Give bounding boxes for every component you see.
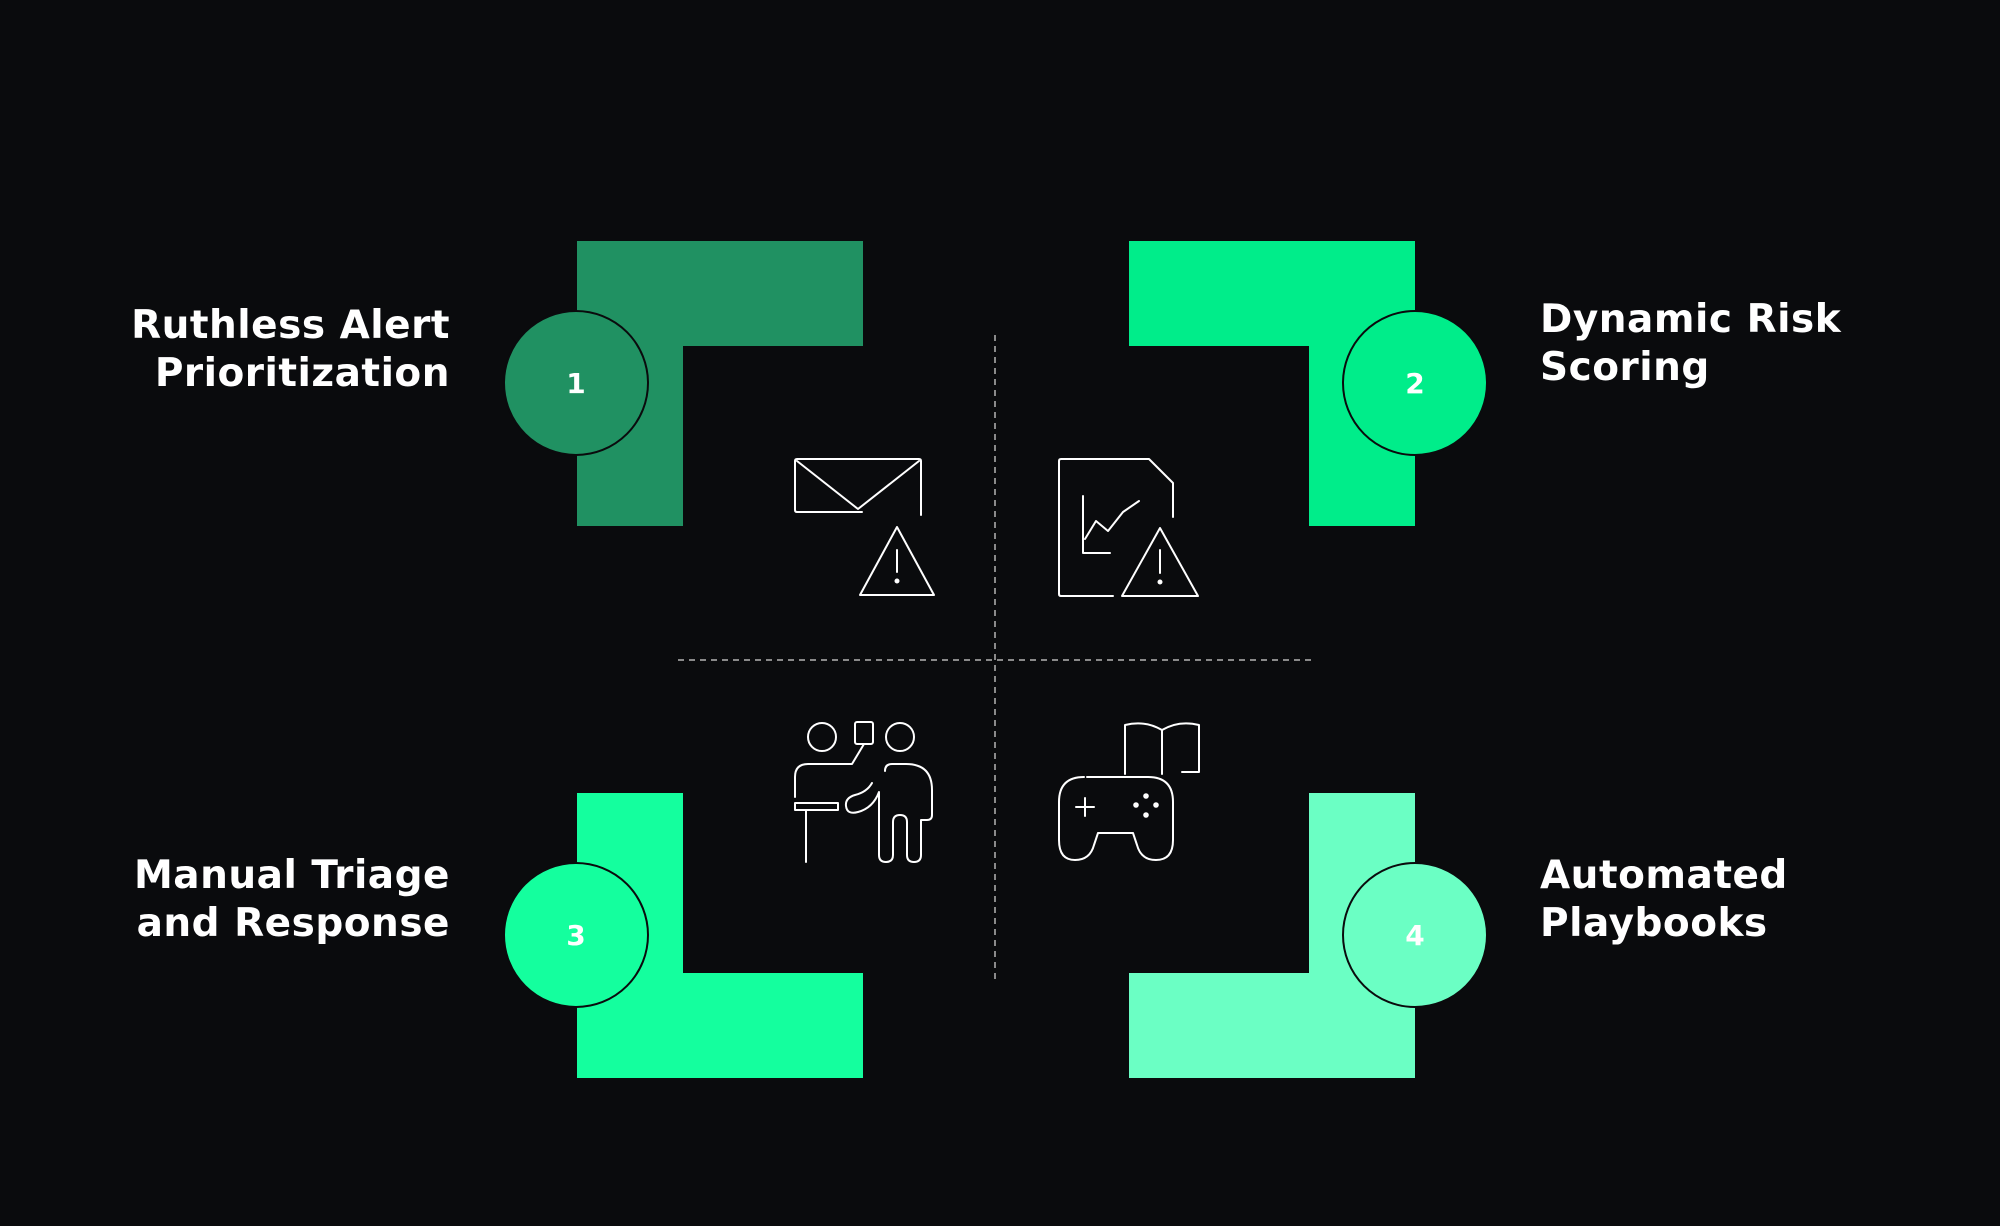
quadrant-2-label: Dynamic Risk Scoring	[1540, 296, 1841, 392]
quadrant-4-label: Automated Playbooks	[1540, 852, 1788, 948]
presenter-icon	[794, 721, 933, 863]
quadrant-1-badge	[503, 310, 649, 456]
quadrant-1-title-line2: Prioritization	[154, 351, 450, 396]
quadrant-2-number: 2	[1405, 367, 1424, 400]
quadrant-3-number: 3	[566, 919, 585, 952]
quadrant-2-badge	[1342, 310, 1488, 456]
quadrant-4-title-line1: Automated	[1540, 853, 1788, 898]
quadrant-2-title-line2: Scoring	[1540, 345, 1710, 390]
quadrant-2-shape	[1129, 241, 1415, 526]
mail-alert-icon	[794, 458, 935, 596]
quadrant-2-title-line1: Dynamic Risk	[1540, 297, 1842, 342]
quadrant-3-title-line1: Manual Triage	[133, 853, 450, 898]
gamepad-book-icon	[1058, 722, 1200, 861]
quadrant-1-label: Ruthless Alert Prioritization	[131, 302, 450, 398]
quadrant-1-shape	[577, 241, 863, 526]
quadrant-4-number: 4	[1405, 919, 1424, 952]
document-chart-alert-icon	[1058, 458, 1199, 597]
quadrant-4-badge	[1342, 862, 1488, 1008]
quadrant-3-shape	[577, 793, 863, 1078]
quadrant-4-title-line2: Playbooks	[1540, 901, 1768, 946]
quadrant-3-title-line2: and Response	[136, 901, 450, 946]
quadrant-3-label: Manual Triage and Response	[134, 852, 450, 948]
quadrant-4-shape	[1129, 793, 1415, 1078]
quadrant-1-number: 1	[566, 367, 585, 400]
quadrant-3-badge	[503, 862, 649, 1008]
quadrant-1-title-line1: Ruthless Alert	[131, 303, 450, 348]
